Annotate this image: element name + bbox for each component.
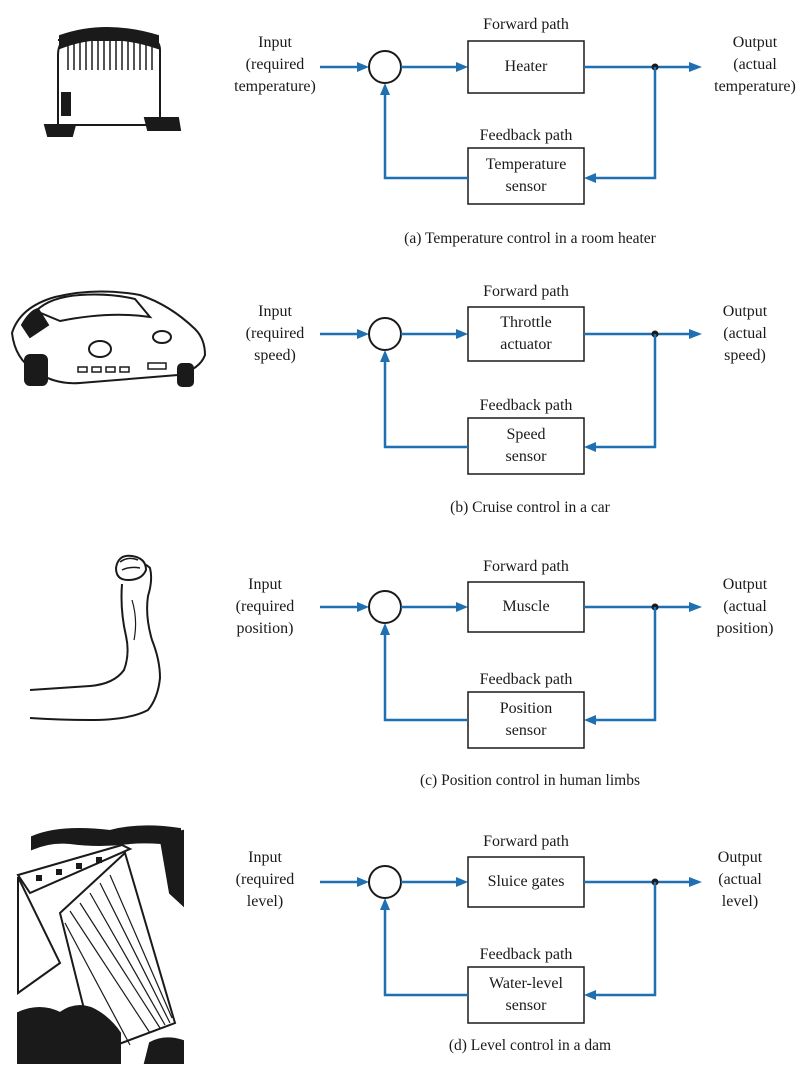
caption: (b) Cruise control in a car: [450, 499, 610, 516]
feedback-block: [467, 691, 585, 749]
car-illustration: [10, 290, 207, 387]
diagram-svg: [16, 813, 702, 1064]
forward-block: [467, 581, 585, 633]
diagram-svg: [43, 27, 702, 205]
feedback-block: [467, 147, 585, 205]
caption: (d) Level control in a dam: [448, 1037, 612, 1054]
forward-block-label: Muscle: [502, 598, 550, 615]
forward-block-label: Heater: [504, 58, 548, 75]
feedback-block: [467, 417, 585, 475]
feedback-path-label: Feedback path: [479, 127, 573, 144]
forward-path-label: Forward path: [483, 16, 569, 33]
room-heater-illustration: [43, 27, 182, 137]
forward-block: [467, 40, 585, 94]
forward-block-label: Sluice gates: [487, 873, 565, 890]
feedback-path-label: Feedback path: [479, 671, 573, 688]
forward-path-label: Forward path: [483, 283, 569, 300]
diagram-svg: [29, 554, 702, 749]
forward-block: [467, 306, 585, 362]
arm-illustration: [29, 554, 162, 722]
dam-illustration: [16, 813, 184, 1064]
forward-path-label: Forward path: [483, 833, 569, 850]
caption: (c) Position control in human limbs: [420, 772, 640, 789]
caption: (a) Temperature control in a room heater: [404, 230, 656, 247]
feedback-path-label: Feedback path: [479, 397, 573, 414]
feedback-block: [467, 966, 585, 1024]
diagram-svg: [10, 290, 702, 475]
forward-path-label: Forward path: [483, 558, 569, 575]
feedback-path-label: Feedback path: [479, 946, 573, 963]
